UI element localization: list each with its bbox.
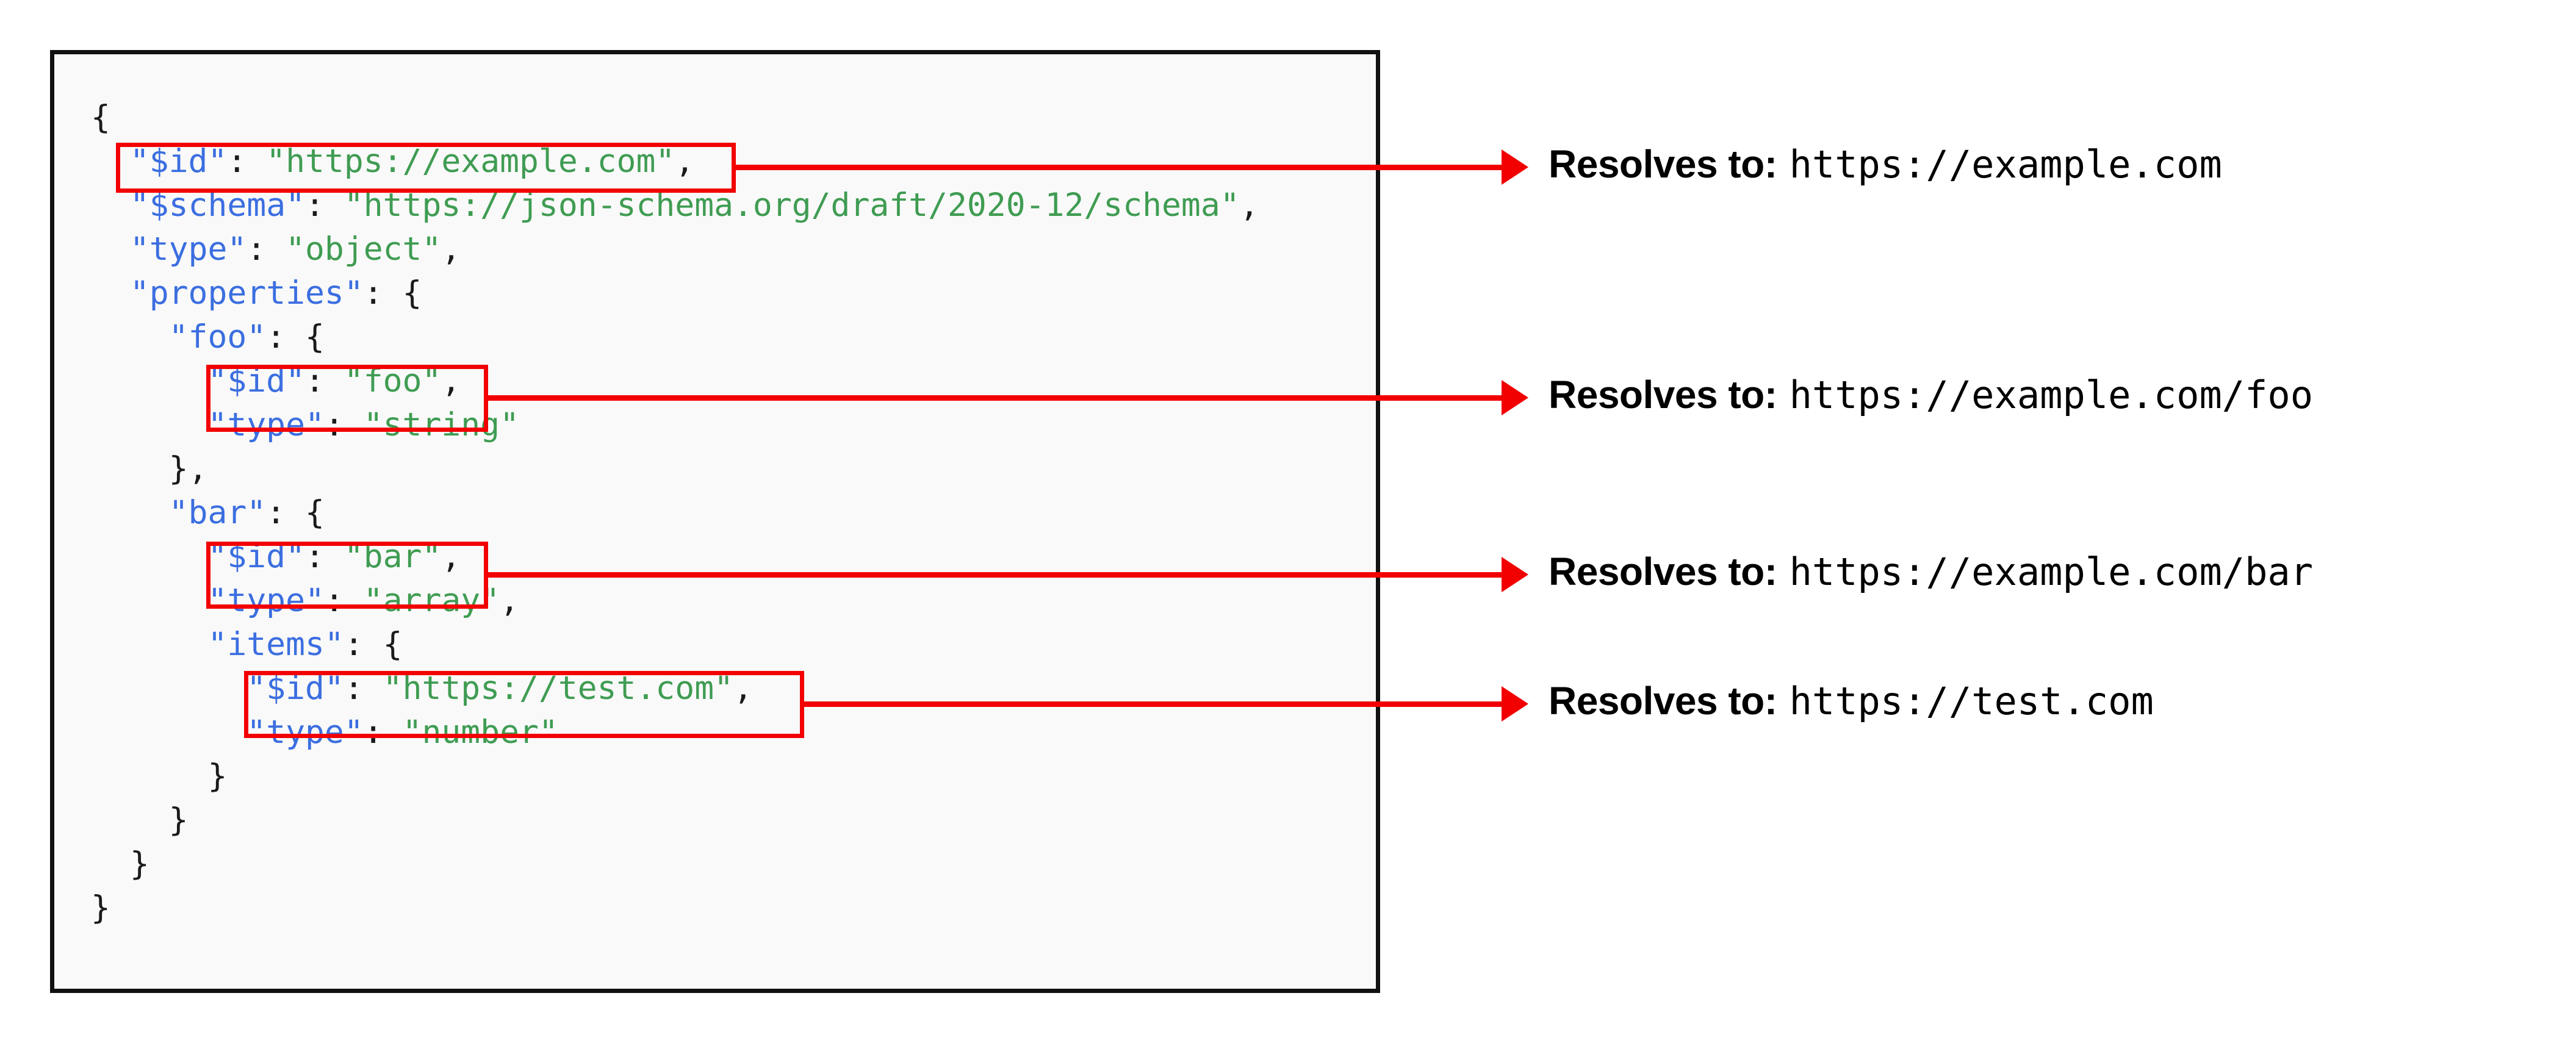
code-token-str: "number" <box>402 714 558 751</box>
json-schema-code-panel: { "$id": "https://example.com", "$schema… <box>50 50 1380 993</box>
code-token-key: "$id" <box>246 670 344 707</box>
code-token-punct: }, <box>168 450 208 487</box>
code-token-punct: } <box>207 758 228 795</box>
code-line: "bar": { <box>91 491 1259 535</box>
connector-line-1 <box>734 165 1502 170</box>
code-token-str: "https://json-schema.org/draft/2020-12/s… <box>344 187 1240 224</box>
code-token-punct: , <box>733 670 753 707</box>
code-token-key: "type" <box>207 582 325 619</box>
code-token-punct: : <box>324 406 364 443</box>
code-token-key: "bar" <box>168 494 267 531</box>
code-token-punct: { <box>91 99 110 136</box>
code-token-str: "https://example.com" <box>266 143 675 180</box>
code-line: "items": { <box>91 623 1259 667</box>
code-token-key: "type" <box>207 406 325 443</box>
code-line: "type": "object", <box>91 228 1259 271</box>
code-token-punct: : <box>305 362 344 400</box>
annotation-row-2: Resolves to: https://example.com/foo <box>1549 372 2313 417</box>
connector-arrowhead-1 <box>1502 149 1528 185</box>
annotation-row-1: Resolves to: https://example.com <box>1549 142 2222 187</box>
code-line: "$id": "https://example.com", <box>91 140 1259 184</box>
code-token-punct: : { <box>266 494 325 531</box>
annotation-row-4: Resolves to: https://test.com <box>1549 678 2154 723</box>
annotation-row-3: Resolves to: https://example.com/bar <box>1549 549 2313 594</box>
code-line: } <box>91 842 1259 886</box>
code-token-punct: , <box>500 582 520 619</box>
code-token-key: "items" <box>207 626 344 663</box>
code-token-key: "properties" <box>129 274 364 312</box>
code-token-punct: : { <box>266 318 325 356</box>
resolves-to-label: Resolves to: <box>1549 679 1777 723</box>
code-token-punct: : { <box>363 274 422 312</box>
code-token-punct: : <box>227 143 267 180</box>
code-line: } <box>91 798 1259 842</box>
code-token-str: "bar" <box>344 538 442 575</box>
code-token-key: "$id" <box>207 538 305 575</box>
code-token-key: "$id" <box>207 362 305 400</box>
code-line: } <box>91 886 1259 930</box>
code-token-punct: : <box>344 670 383 707</box>
code-token-str: "array" <box>363 582 500 619</box>
resolved-uri: https://example.com/bar <box>1789 550 2314 594</box>
code-line: "type": "string" <box>91 403 1259 447</box>
resolved-uri: https://test.com <box>1789 679 2154 723</box>
code-line: { <box>91 96 1259 140</box>
code-line: "$id": "https://test.com", <box>91 667 1259 711</box>
resolves-to-label: Resolves to: <box>1549 142 1777 186</box>
resolved-uri: https://example.com <box>1789 142 2222 187</box>
code-token-str: "foo" <box>344 362 442 400</box>
code-token-punct: : <box>363 714 403 751</box>
code-line: } <box>91 754 1259 798</box>
connector-arrowhead-2 <box>1502 380 1528 415</box>
resolves-to-label: Resolves to: <box>1549 373 1777 417</box>
connector-line-3 <box>487 572 1502 578</box>
code-line: "$schema": "https://json-schema.org/draf… <box>91 184 1259 228</box>
connector-line-2 <box>487 395 1502 401</box>
code-line: }, <box>91 447 1259 491</box>
code-token-punct: , <box>441 231 461 268</box>
resolves-to-label: Resolves to: <box>1549 550 1777 593</box>
code-token-key: "type" <box>129 231 247 268</box>
code-token-punct: , <box>1239 187 1259 224</box>
code-token-key: "foo" <box>168 318 267 356</box>
code-token-punct: , <box>441 538 461 575</box>
code-token-punct: , <box>441 362 461 400</box>
code-token-punct: } <box>168 801 189 839</box>
code-token-punct: : <box>305 187 344 224</box>
code-token-punct: , <box>675 143 695 180</box>
connector-arrowhead-3 <box>1502 557 1528 592</box>
code-token-key: "$id" <box>129 143 228 180</box>
code-token-punct: } <box>91 889 110 927</box>
code-token-punct: : <box>324 582 364 619</box>
json-schema-code-block: { "$id": "https://example.com", "$schema… <box>91 96 1259 930</box>
connector-line-4 <box>803 701 1502 707</box>
code-line: "properties": { <box>91 271 1259 315</box>
code-line: "foo": { <box>91 315 1259 359</box>
code-token-str: "https://test.com" <box>383 670 734 707</box>
code-line: "type": "array", <box>91 579 1259 623</box>
connector-arrowhead-4 <box>1502 686 1528 722</box>
code-token-key: "$schema" <box>129 187 306 224</box>
code-token-str: "object" <box>286 231 442 268</box>
code-line: "type": "number" <box>91 711 1259 754</box>
code-token-punct: : { <box>344 626 403 663</box>
code-token-key: "type" <box>246 714 364 751</box>
code-token-str: "string" <box>363 406 520 443</box>
code-token-punct: : <box>305 538 344 575</box>
resolved-uri: https://example.com/foo <box>1789 373 2314 417</box>
code-token-punct: } <box>129 845 149 883</box>
code-token-punct: : <box>246 231 286 268</box>
